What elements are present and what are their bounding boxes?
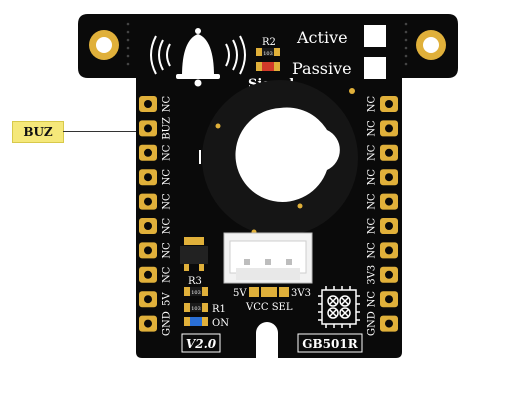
right-pin-pad: [380, 266, 398, 283]
right-pin-label: 3V3: [367, 265, 378, 285]
right-pin-label: NC: [367, 169, 378, 186]
right-pin-pad: [380, 96, 398, 112]
version-label: V2.0: [186, 337, 217, 351]
right-pin-pad: [380, 169, 398, 186]
r1-label: R1: [212, 304, 226, 315]
buz-callout-label: BUZ: [12, 121, 64, 143]
r3-resistor: 103: [184, 287, 208, 296]
r2-resistor: 103: [256, 48, 280, 57]
vcc-select-pad-right: [279, 287, 289, 297]
right-pin-label: NC: [367, 120, 378, 137]
buzzer-cutout: [235, 107, 340, 202]
power-led: [184, 317, 208, 326]
right-pin-label: NC: [367, 144, 378, 161]
vcc-select-pad-middle: [261, 287, 277, 297]
model-label: GB501R: [302, 337, 358, 351]
right-pin-label: NC: [367, 291, 378, 308]
passive-label: Passive: [292, 59, 352, 78]
right-pin-pad: [380, 218, 398, 234]
right-pin-pad: [380, 193, 398, 210]
r3-label: R3: [188, 276, 202, 287]
left-pin-label: NC: [162, 95, 173, 112]
mounting-hole-right: [416, 30, 446, 60]
r3-code: 103: [191, 290, 201, 296]
left-pin-label: NC: [162, 169, 173, 186]
left-pin-label: NC: [162, 217, 173, 234]
vcc-select-pad-left: [249, 287, 259, 297]
r2-code: 103: [263, 51, 273, 57]
callout-leader-line: [63, 131, 143, 132]
r1-code: 103: [191, 306, 201, 312]
left-pin-label: NC: [162, 193, 173, 210]
right-pin-label: NC: [367, 193, 378, 210]
left-pin-pad: [139, 169, 157, 186]
left-pin-pad: [139, 242, 157, 259]
vcc-5v-label: 5V: [233, 288, 247, 299]
on-label: ON: [212, 318, 229, 329]
passive-solder-pad: [364, 57, 386, 79]
signal-led: [256, 62, 280, 71]
left-pin-label: NC: [162, 242, 173, 259]
right-pin-label: NC: [367, 217, 378, 234]
right-pin-pad: [380, 291, 398, 308]
left-pin-pad: [139, 96, 157, 112]
active-label: Active: [296, 28, 348, 47]
right-pin-label: NC: [367, 242, 378, 259]
left-header-pads: [139, 96, 157, 332]
left-pin-label: GND: [162, 311, 173, 336]
version-box: [181, 333, 221, 353]
left-pin-pad: [139, 120, 157, 137]
bell-icon: [150, 28, 246, 87]
mounting-hole-left: [89, 30, 119, 60]
brand-logo-mark: [318, 286, 360, 328]
left-pin-pad: [139, 291, 157, 308]
left-pin-label: BUZ: [162, 117, 173, 140]
transistor: [180, 237, 208, 271]
board-slot: [256, 322, 278, 374]
active-solder-pad: [364, 25, 386, 47]
right-pin-pad: [380, 315, 398, 332]
vcc-3v3-label: 3V3: [291, 288, 311, 299]
right-pin-pad: [380, 120, 398, 137]
right-pin-label: NC: [367, 95, 378, 112]
jst-connector: [223, 232, 313, 284]
left-pin-pad: [139, 218, 157, 234]
left-pin-label: NC: [162, 144, 173, 161]
model-box: [297, 333, 363, 353]
left-pin-pad: [139, 315, 157, 332]
r1-resistor: 103: [184, 303, 208, 312]
r2-label: R2: [262, 37, 276, 48]
left-pin-pad: [139, 144, 157, 161]
right-pin-pad: [380, 242, 398, 259]
buzzer: [202, 80, 358, 236]
left-pin-pad: [139, 266, 157, 283]
vcc-sel-label: VCC SEL: [245, 302, 293, 313]
right-header-pads: [380, 96, 398, 332]
right-pin-label: GND: [367, 311, 378, 336]
left-pin-pad: [139, 193, 157, 210]
left-pin-label: NC: [162, 266, 173, 283]
right-pin-pad: [380, 144, 398, 161]
left-pin-label: 5V: [162, 292, 173, 306]
left-pin-labels: NC BUZ NC NC NC NC NC NC 5V GND: [162, 95, 173, 336]
